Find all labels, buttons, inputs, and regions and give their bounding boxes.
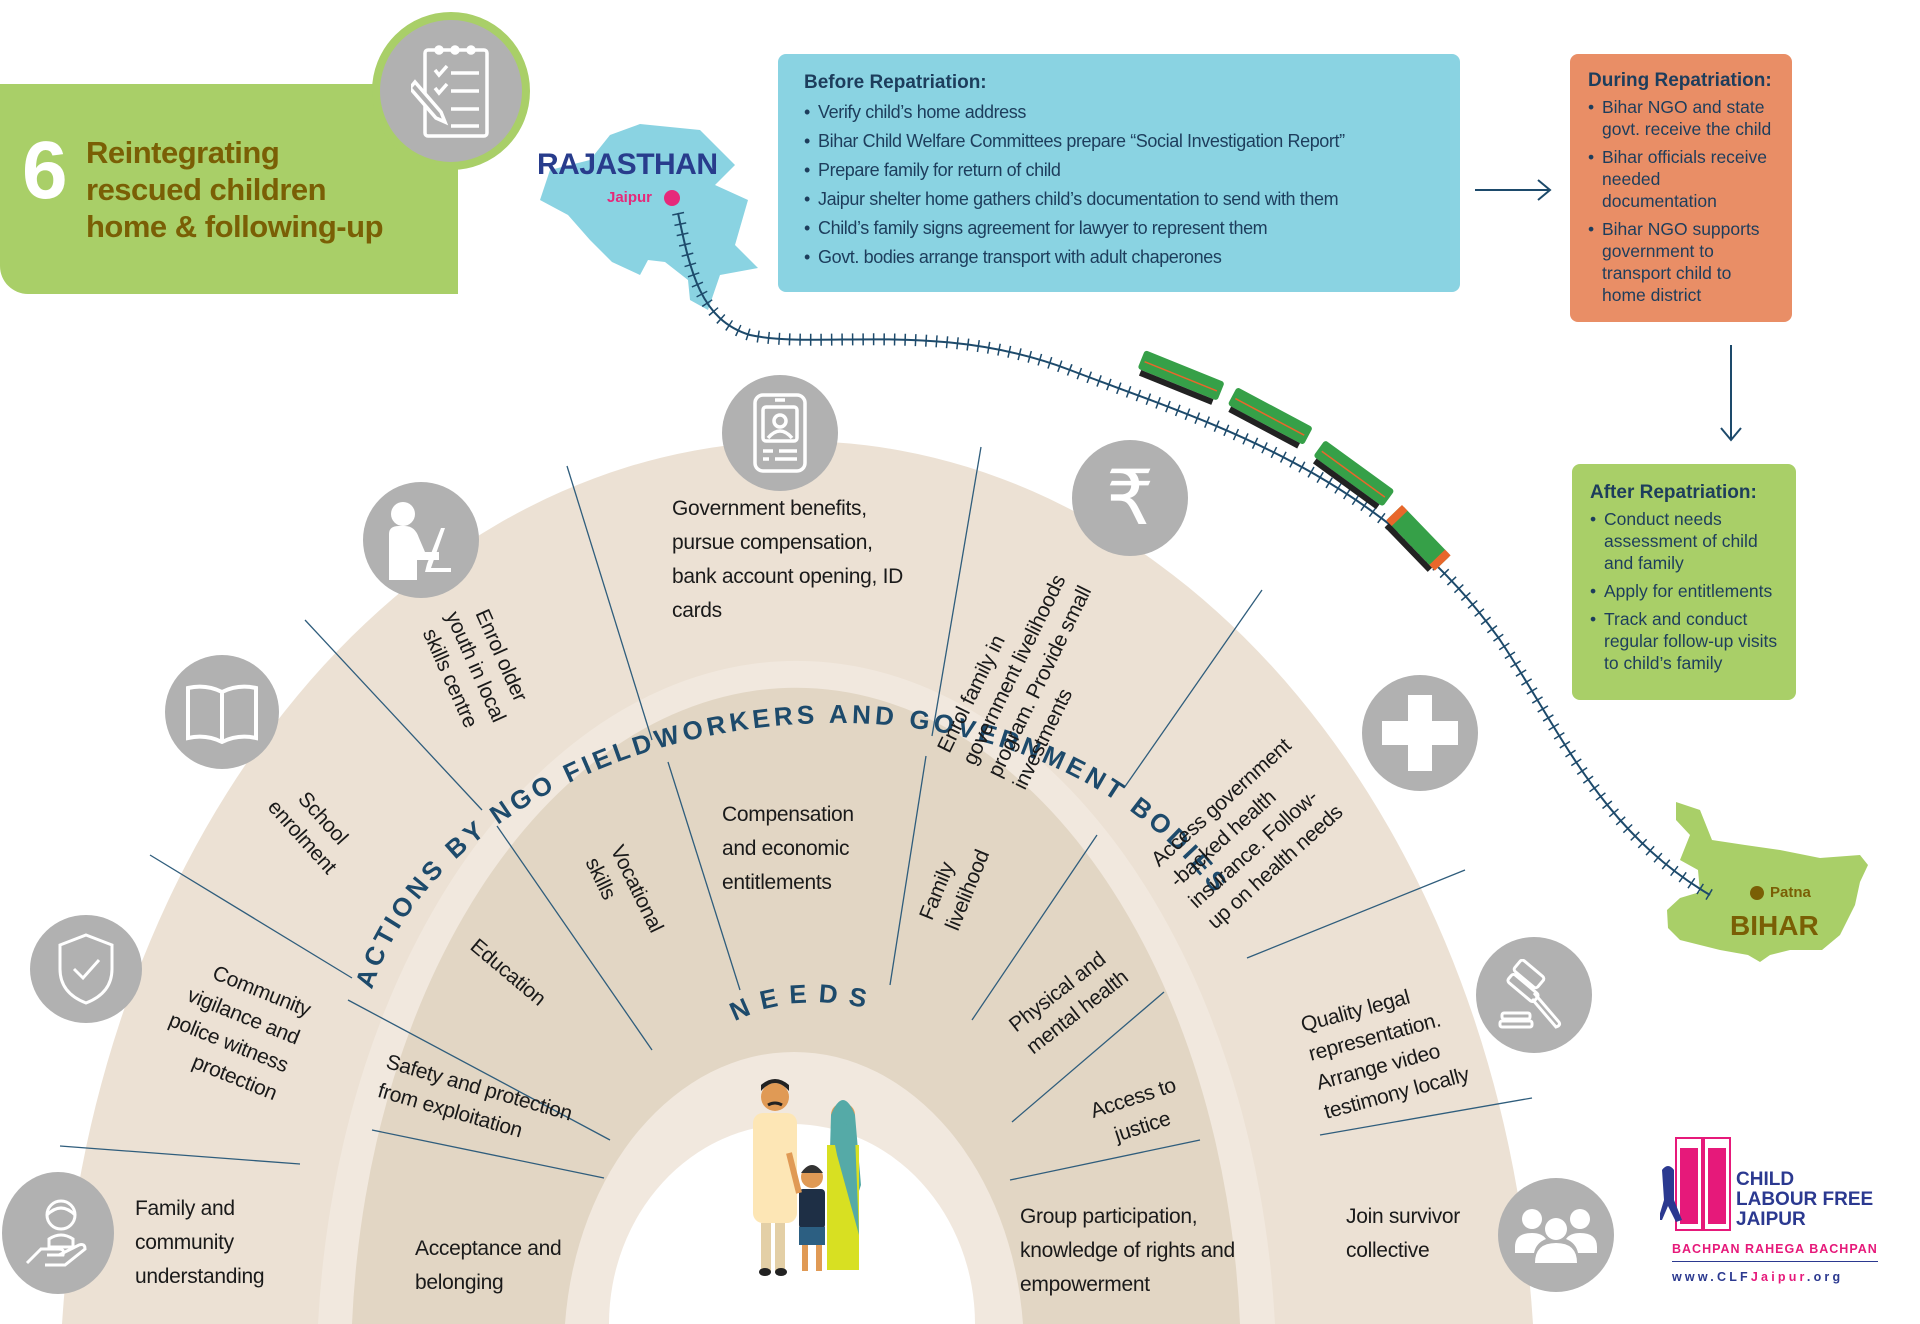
rajasthan-label: RAJASTHAN [537, 148, 718, 181]
jaipur-label: Jaipur [607, 189, 653, 206]
after-list: Conduct needs assessment of child and fa… [1590, 508, 1778, 674]
arrow-during-to-after [1720, 345, 1742, 442]
inner-dividers [347, 755, 1201, 1181]
logo-line-3: JAIPUR [1736, 1209, 1806, 1230]
action-survivor-collective: Join survivor collective [1346, 1205, 1460, 1262]
list-item: Child’s family signs agreement for lawye… [804, 214, 1434, 243]
clf-jaipur-logo: CHILD LABOUR FREE JAIPUR BACHPAN RAHEGA … [1660, 1130, 1910, 1300]
patna-label: Patna [1770, 884, 1811, 901]
rupee-icon: ₹ [1072, 440, 1188, 556]
needs-ring [352, 687, 1240, 1324]
after-repatriation-box: After Repatriation: Conduct needs assess… [1572, 464, 1796, 700]
logo-url-prefix: www.CLF [1672, 1270, 1751, 1284]
during-heading: During Repatriation: [1588, 70, 1772, 91]
flow-arrows [1475, 179, 1742, 442]
logo-url-highlight: Jaipur [1750, 1270, 1807, 1284]
page-title: Reintegrating rescued children home & fo… [86, 134, 384, 245]
list-item: Prepare family for return of child [804, 156, 1434, 185]
list-item: Verify child’s home address [804, 98, 1434, 127]
logo-url-suffix: .org [1806, 1270, 1844, 1284]
outer-dividers [59, 446, 1533, 1165]
logo-tagline: BACHPAN RAHEGA BACHPAN [1672, 1242, 1878, 1262]
need-group-participation: Group participation, knowledge of rights… [1020, 1205, 1235, 1296]
list-item: Apply for entitlements [1590, 580, 1778, 602]
list-item: Govt. bodies arrange transport with adul… [804, 243, 1434, 272]
shield-check-icon [30, 915, 142, 1023]
before-heading: Before Repatriation: [804, 72, 987, 93]
list-item: Bihar NGO and state govt. receive the ch… [1588, 96, 1774, 140]
train [1138, 350, 1451, 572]
list-item: Bihar officials receive needed documenta… [1588, 146, 1774, 212]
id-card-icon [722, 375, 838, 491]
family-illustration [753, 1079, 861, 1276]
medical-cross-icon [1362, 675, 1478, 791]
list-item: Jaipur shelter home gathers child’s docu… [804, 185, 1434, 214]
section-number: 6 [22, 125, 68, 216]
arrow-before-to-during [1475, 179, 1552, 201]
gavel-icon [1476, 937, 1592, 1053]
logo-line-2: LABOUR FREE [1736, 1189, 1874, 1210]
need-compensation: Compensation and economic entitlements [722, 803, 854, 894]
title-line-1: Reintegrating [86, 135, 280, 170]
logo-url[interactable]: www.CLFJaipur.org [1672, 1270, 1843, 1285]
title-line-3: home & following-up [86, 209, 384, 244]
action-family-understanding: Family and community understanding [135, 1197, 265, 1288]
action-government-benefits: Government benefits, pursue compensation… [672, 497, 903, 622]
list-item: Conduct needs assessment of child and fa… [1590, 508, 1778, 574]
bihar-map [1667, 802, 1868, 962]
before-list: Verify child’s home address Bihar Child … [804, 98, 1434, 272]
bihar-label: BIHAR [1730, 910, 1819, 941]
family-centre [609, 1124, 975, 1324]
person-laptop-icon [363, 482, 479, 598]
group-people-icon [1498, 1178, 1614, 1292]
logo-line-1: CHILD [1736, 1169, 1795, 1190]
checklist-icon [372, 12, 530, 170]
title-line-2: rescued children [86, 172, 327, 207]
rajasthan-map [540, 124, 758, 310]
during-list: Bihar NGO and state govt. receive the ch… [1588, 96, 1774, 306]
jaipur-dot [664, 190, 680, 206]
patna-dot [1750, 886, 1764, 900]
during-repatriation-box: During Repatriation: Bihar NGO and state… [1570, 54, 1792, 322]
railway-sleepers [672, 211, 1714, 901]
logo-wordmark: CHILD LABOUR FREE JAIPUR [1736, 1170, 1873, 1230]
list-item: Bihar Child Welfare Committees prepare “… [804, 127, 1434, 156]
after-heading: After Repatriation: [1590, 482, 1757, 503]
list-item: Bihar NGO supports government to transpo… [1588, 218, 1774, 306]
logo-window-kite-icon [1660, 1137, 1731, 1231]
list-item: Track and conduct regular follow-up visi… [1590, 608, 1778, 674]
open-book-icon [165, 655, 279, 769]
need-acceptance: Acceptance and belonging [415, 1237, 562, 1294]
before-repatriation-box: Before Repatriation: Verify child’s home… [778, 54, 1460, 292]
caring-hand-person-icon [2, 1172, 114, 1294]
